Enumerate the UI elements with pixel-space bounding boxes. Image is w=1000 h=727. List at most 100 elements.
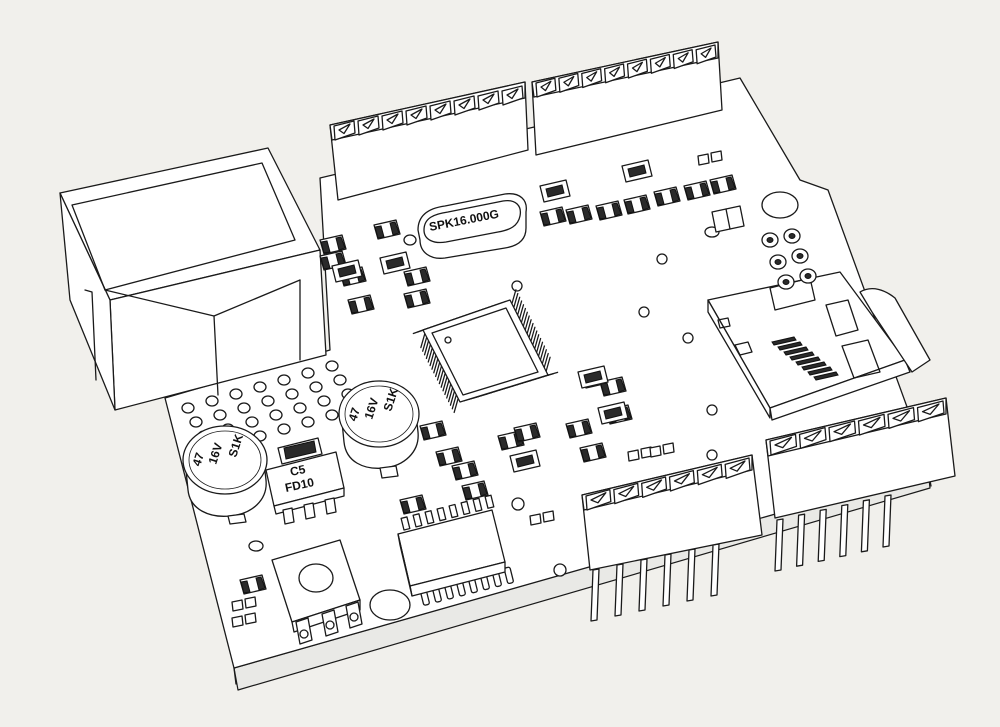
header-socket — [695, 44, 717, 65]
header-pin — [662, 553, 672, 607]
sd-contact — [801, 361, 827, 371]
header-pin — [795, 513, 806, 567]
voltage-regulator: C5 FD10 — [265, 437, 345, 525]
header-socket — [333, 120, 356, 141]
header-pin — [590, 568, 600, 622]
header-socket — [501, 85, 524, 106]
capacitor-left-voltage: 16V — [206, 441, 226, 466]
header-pin — [710, 543, 720, 597]
header-socket — [429, 100, 452, 121]
header-socket — [381, 110, 404, 131]
header-socket — [405, 105, 428, 126]
sd-contact — [771, 336, 797, 346]
ethernet-jack — [59, 147, 327, 411]
electrolytic-capacitor-right: 47 16V S1K — [338, 380, 420, 479]
header-pin — [686, 548, 696, 602]
solder-pad — [325, 360, 339, 372]
solder-pad — [317, 395, 331, 407]
header-socket — [672, 49, 694, 70]
solder-pad — [213, 409, 227, 421]
via-holes — [511, 253, 718, 577]
reset-button — [271, 539, 363, 645]
header-socket — [535, 77, 557, 98]
header-socket — [603, 63, 626, 84]
electrolytic-capacitor-left: 47 16V S1K — [182, 425, 268, 525]
led-pad — [244, 596, 257, 609]
header-top-right — [531, 41, 723, 156]
capacitor-left-code: S1K — [226, 432, 247, 459]
sd-contact — [789, 351, 815, 361]
microcontroller-chip — [412, 289, 559, 414]
led-pad — [649, 445, 662, 458]
header-pin — [839, 503, 849, 558]
solder-pad — [325, 409, 339, 421]
sd-contact — [777, 341, 803, 351]
regulator-label-bottom: FD10 — [284, 475, 316, 495]
soic-pin-bottom — [503, 566, 514, 585]
soic-pin-top — [400, 516, 411, 531]
header-top-left — [329, 81, 529, 201]
led-pad — [231, 615, 244, 628]
header-pin — [614, 563, 624, 617]
solder-pad — [309, 381, 323, 393]
sd-contact — [813, 371, 839, 381]
soic-pin-top — [448, 503, 459, 519]
header-socket — [581, 68, 603, 89]
soic-pin-top — [484, 494, 495, 509]
led-pad — [244, 612, 257, 625]
solder-pad — [301, 367, 315, 379]
header-socket — [649, 53, 671, 74]
solder-pad — [245, 416, 259, 428]
soic-pin-top — [424, 510, 435, 525]
solder-pad — [261, 395, 275, 407]
header-pin — [817, 508, 827, 563]
smd-components — [239, 159, 737, 595]
solder-pad — [277, 374, 291, 386]
crystal-oscillator: SPK16.000G — [417, 193, 527, 259]
capacitor-right-voltage: 16V — [362, 396, 382, 421]
led-pads — [231, 150, 817, 628]
solder-pad — [301, 416, 315, 428]
solder-pad — [285, 388, 299, 400]
header-bottom-left — [581, 454, 763, 622]
led-pad — [662, 442, 675, 455]
header-pin — [860, 499, 871, 553]
solder-pad — [189, 416, 203, 428]
header-socket — [558, 72, 580, 93]
sd-contact — [807, 366, 833, 376]
solder-pad — [205, 395, 219, 407]
capacitor-right-code: S1K — [381, 386, 402, 413]
header-socket — [357, 115, 380, 136]
sd-contact — [795, 356, 821, 366]
led-pad — [697, 153, 710, 166]
solder-pad — [181, 402, 195, 414]
header-pin — [638, 558, 648, 612]
sd-contact — [783, 346, 809, 356]
regulator-label-top: C5 — [289, 462, 307, 479]
solder-pad — [269, 409, 283, 421]
header-bottom-right — [765, 397, 956, 572]
led-pad — [529, 513, 542, 526]
led-pad — [231, 599, 244, 612]
solder-pad — [237, 402, 251, 414]
soic-pin-top — [412, 513, 423, 528]
led-pad — [710, 150, 723, 163]
soic-pin-top — [460, 500, 471, 516]
led-pad — [542, 510, 555, 523]
solder-pad — [229, 388, 243, 400]
header-socket — [626, 58, 649, 79]
header-socket — [477, 90, 500, 111]
header-pin — [882, 494, 892, 548]
solder-pad — [253, 381, 267, 393]
solder-pad — [277, 423, 291, 435]
soic-chip — [397, 494, 514, 606]
solder-pad — [333, 374, 347, 386]
microsd-card-slot — [707, 271, 931, 421]
soic-pin-top — [472, 497, 483, 513]
soic-pin-top — [436, 506, 447, 522]
solder-pad — [293, 402, 307, 414]
led-pad — [627, 449, 640, 462]
header-socket — [453, 95, 476, 116]
capacitor-left-value: 47 — [190, 451, 208, 468]
